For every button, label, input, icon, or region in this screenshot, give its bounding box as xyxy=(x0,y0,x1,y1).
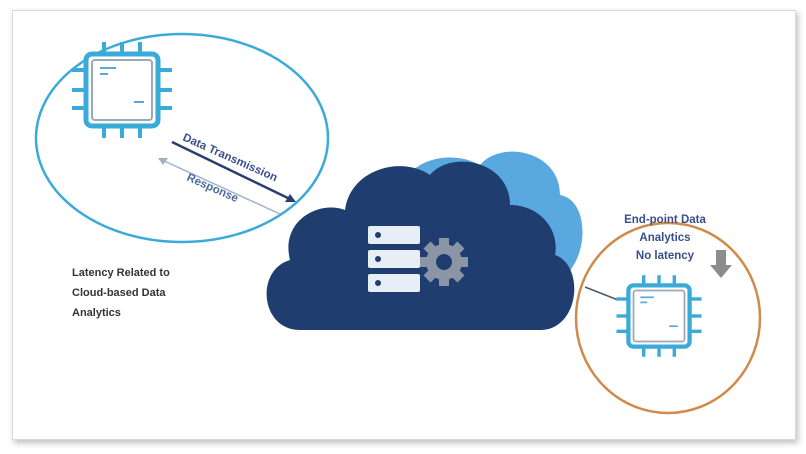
caption-line-1: Latency Related to xyxy=(72,267,170,279)
endpoint-label-1: End-point Data xyxy=(624,214,706,226)
endpoint-label-3: No latency xyxy=(636,250,695,262)
connector-line xyxy=(584,286,619,301)
response-arrow xyxy=(161,159,281,215)
left-ellipse xyxy=(34,32,330,244)
response-label: Response xyxy=(185,172,240,205)
data-transmission-arrow xyxy=(171,140,293,202)
caption-line-2: Cloud-based Data xyxy=(72,287,166,299)
endpoint-label-2: Analytics xyxy=(639,232,690,244)
endpoint-chip-icon xyxy=(617,275,702,357)
gear-icon xyxy=(420,238,468,286)
server-icon xyxy=(368,226,420,292)
cloud-icon xyxy=(266,151,583,330)
right-ellipse xyxy=(574,221,762,415)
chip-icon xyxy=(72,42,172,138)
caption-line-3: Analytics xyxy=(72,307,121,319)
down-arrow-icon xyxy=(710,250,732,278)
